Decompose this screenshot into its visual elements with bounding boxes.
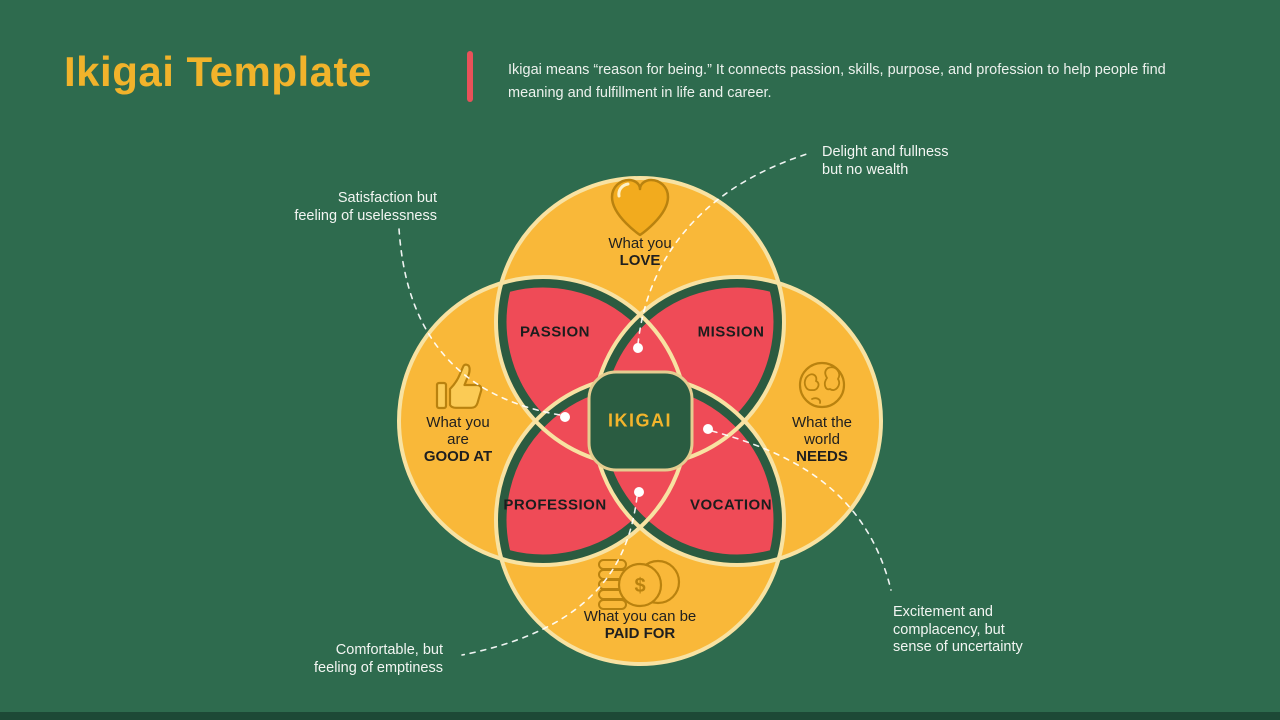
callout-bottom-left-line2: feeling of emptiness (314, 659, 443, 676)
label-needs-bold: NEEDS (796, 448, 848, 465)
label-paid-for-line: What you can be (583, 608, 697, 625)
label-needs: What the world NEEDS (792, 414, 852, 465)
callout-top-right-line2: but no wealth (822, 161, 909, 178)
label-paid-for: What you can be PAID FOR (584, 608, 697, 642)
ikigai-center-shape (587, 370, 694, 472)
label-needs-line1: What the (791, 414, 853, 431)
callout-bottom-left: Comfortable, but feeling of emptiness (314, 642, 443, 677)
label-good-at-bold: GOOD AT (423, 448, 493, 465)
thumbs-up-icon (435, 363, 483, 410)
label-love: What you LOVE (608, 235, 671, 269)
callout-bottom-right-line1: Excitement and (893, 604, 993, 620)
connector-dot-left (560, 412, 570, 422)
callout-top-left: Satisfaction but feeling of uselessness (294, 190, 437, 225)
connector-line-top-left (398, 228, 561, 416)
coins-icon: $ (598, 559, 681, 610)
title-divider (467, 51, 473, 102)
label-love-line: What you (608, 235, 672, 252)
connector-dot-top (633, 343, 643, 353)
callout-top-left-line2: feeling of uselessness (294, 207, 437, 224)
label-good-at-line1: What you (426, 414, 490, 431)
label-good-at-line2: are (447, 431, 469, 448)
globe-icon (798, 361, 846, 409)
callout-top-right-line1: Delight and fullness (822, 144, 949, 160)
page-title: Ikigai Template (64, 48, 372, 95)
callout-bottom-right: Excitement and complacency, but sense of… (893, 604, 1023, 657)
connector-dot-bottom (634, 487, 644, 497)
callout-bottom-right-line2: complacency, but (893, 621, 1005, 638)
petal-label-profession: PROFESSION (503, 496, 607, 514)
callout-bottom-right-line3: sense of uncertainty (893, 639, 1023, 655)
callout-top-right: Delight and fullness but no wealth (822, 144, 949, 179)
connector-line-bottom-left (461, 496, 638, 656)
ikigai-center-label: IKIGAI (607, 410, 673, 431)
callout-top-left-line1: Satisfaction but (337, 190, 437, 206)
heart-icon (610, 178, 670, 237)
label-paid-for-bold: PAID FOR (604, 625, 676, 642)
connector-line-top-right (637, 152, 811, 345)
petal-label-vocation: VOCATION (689, 496, 773, 514)
label-good-at: What you are GOOD AT (424, 414, 492, 465)
connector-dot-right (703, 424, 713, 434)
bottom-accent-bar (0, 712, 1280, 720)
dollar-symbol: $ (634, 575, 645, 597)
label-love-bold: LOVE (619, 252, 661, 269)
petal-label-passion: PASSION (520, 323, 590, 341)
callout-bottom-left-line1: Comfortable, but (335, 642, 443, 658)
petal-label-mission: MISSION (697, 323, 765, 341)
label-needs-line2: world (804, 431, 840, 448)
page-description: Ikigai means “reason for being.” It conn… (508, 62, 1166, 102)
